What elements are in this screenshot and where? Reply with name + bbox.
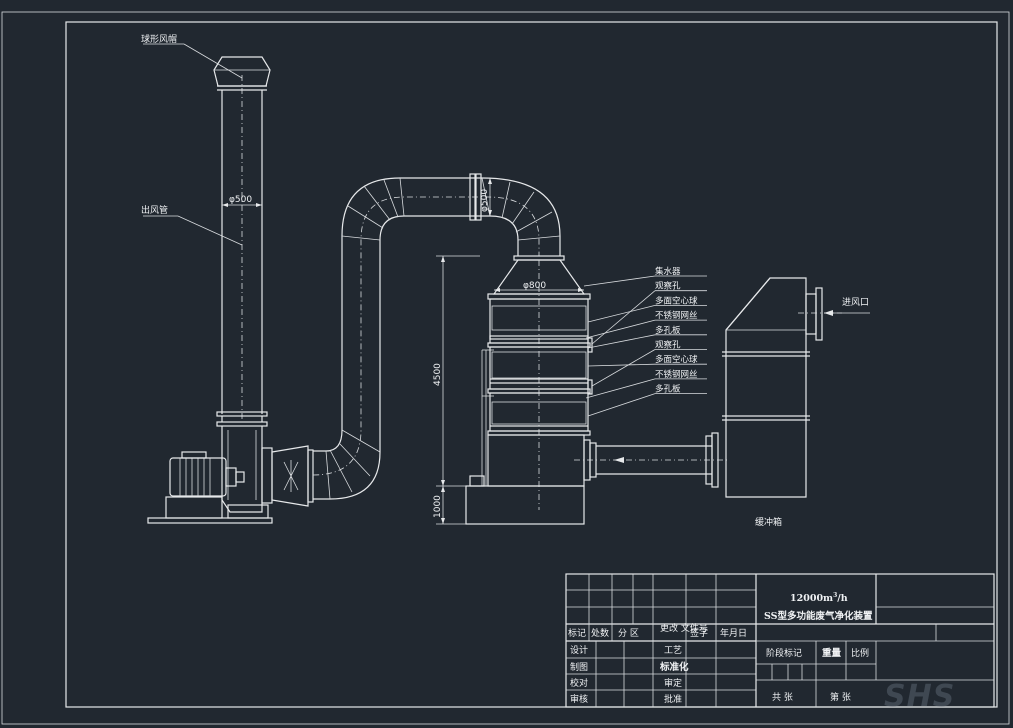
- callout-leaders: [583, 275, 707, 417]
- weight: 重量: [822, 647, 842, 659]
- duct-outer-wall: [313, 177, 561, 452]
- callout-label: 多孔板: [655, 384, 681, 395]
- base-plate: [147, 517, 273, 524]
- callout-leader: [585, 378, 656, 399]
- packing-layer-1: [491, 351, 587, 379]
- row-design: 设计: [570, 644, 588, 656]
- buffer-box: 进风口 缓冲箱: [722, 277, 870, 528]
- stage-mark: 阶段标记: [766, 647, 802, 659]
- header-mark: 标记: [568, 627, 586, 639]
- water-tank: [487, 434, 585, 487]
- header-signature: 签字: [690, 627, 708, 639]
- callout-label: 观察孔: [655, 340, 681, 351]
- header-date: 年月日: [720, 627, 747, 639]
- label-outlet-pipe: 出风管: [141, 204, 168, 216]
- duct-inner-wall: [313, 215, 519, 500]
- fan-impeller-icon: [283, 460, 299, 492]
- row-drawing: 制图: [570, 661, 588, 673]
- inlet-arrow-icon: [824, 310, 833, 316]
- header-change-doc: 更改 文件号: [660, 622, 708, 634]
- packing-layer-2: [491, 401, 587, 425]
- label-spherical-hood: 球形风帽: [141, 33, 177, 45]
- callout-leader: [587, 305, 656, 323]
- spec-capacity: 12000m3/h: [790, 592, 848, 604]
- header-zone: 分 区: [618, 628, 639, 639]
- dim-duct-diameter: φ500: [480, 189, 490, 212]
- callout-leader: [587, 334, 656, 349]
- inner-frame: [65, 21, 998, 708]
- sheet-number: 第 张: [830, 691, 851, 703]
- flow-arrow-icon: [614, 457, 624, 463]
- callout-leader: [591, 290, 656, 345]
- demister-packing: [491, 305, 587, 331]
- row-standardization: 标准化: [659, 661, 689, 673]
- tower-base: [465, 485, 585, 525]
- observation-port-icon: [587, 337, 593, 353]
- callout-label: 观察孔: [655, 281, 681, 292]
- motor-base-assembly: [147, 445, 314, 524]
- dim-base-height: 1000: [433, 495, 443, 518]
- outlet-stack: φ500 球形风帽 出风管: [141, 33, 271, 513]
- pump-icon: [469, 475, 485, 487]
- callout-leader: [587, 393, 656, 417]
- label-inlet: 进风口: [842, 297, 869, 308]
- callout-label: 不锈钢网丝: [655, 369, 698, 380]
- row-check: 校对: [570, 677, 588, 689]
- title-block: 12000m3/h SS型多功能废气净化装置 标记 处数 分 区 更改 文件号 …: [565, 573, 995, 708]
- callout-label: 不锈钢网丝: [655, 310, 698, 321]
- callout-label: 集水器: [655, 266, 681, 277]
- callout-leader: [585, 319, 656, 339]
- outer-frame: [1, 11, 1010, 725]
- label-buffer-box: 缓冲箱: [755, 516, 782, 528]
- callout-label: 多面空心球: [655, 295, 698, 306]
- scrubber-tower: φ800 4500 1000: [433, 255, 593, 525]
- callout-leader: [583, 275, 656, 287]
- row-approve: 审定: [664, 677, 682, 689]
- dim-outlet-diameter: φ500: [229, 195, 252, 205]
- callout-label: 多面空心球: [655, 354, 698, 365]
- inlet-duct: [574, 432, 728, 488]
- spec-product-name: SS型多功能废气净化装置: [764, 610, 873, 622]
- header-count: 处数: [591, 627, 609, 639]
- scale: 比例: [851, 647, 869, 659]
- total-sheets: 共 张: [772, 692, 793, 703]
- callout-label: 多孔板: [655, 325, 681, 336]
- callout-leader: [587, 363, 656, 367]
- row-process: 工艺: [664, 645, 682, 656]
- connecting-duct: φ500: [312, 173, 565, 500]
- fan-inlet-cone: [271, 445, 309, 507]
- dim-tower-diameter: φ800: [523, 281, 546, 291]
- callout-leader: [591, 349, 656, 387]
- dim-tower-height: 4500: [433, 363, 443, 386]
- spherical-hood: [213, 56, 271, 87]
- watermark-logo: SHS: [884, 679, 955, 714]
- row-authorize: 批准: [664, 693, 682, 705]
- row-review: 审核: [570, 693, 588, 705]
